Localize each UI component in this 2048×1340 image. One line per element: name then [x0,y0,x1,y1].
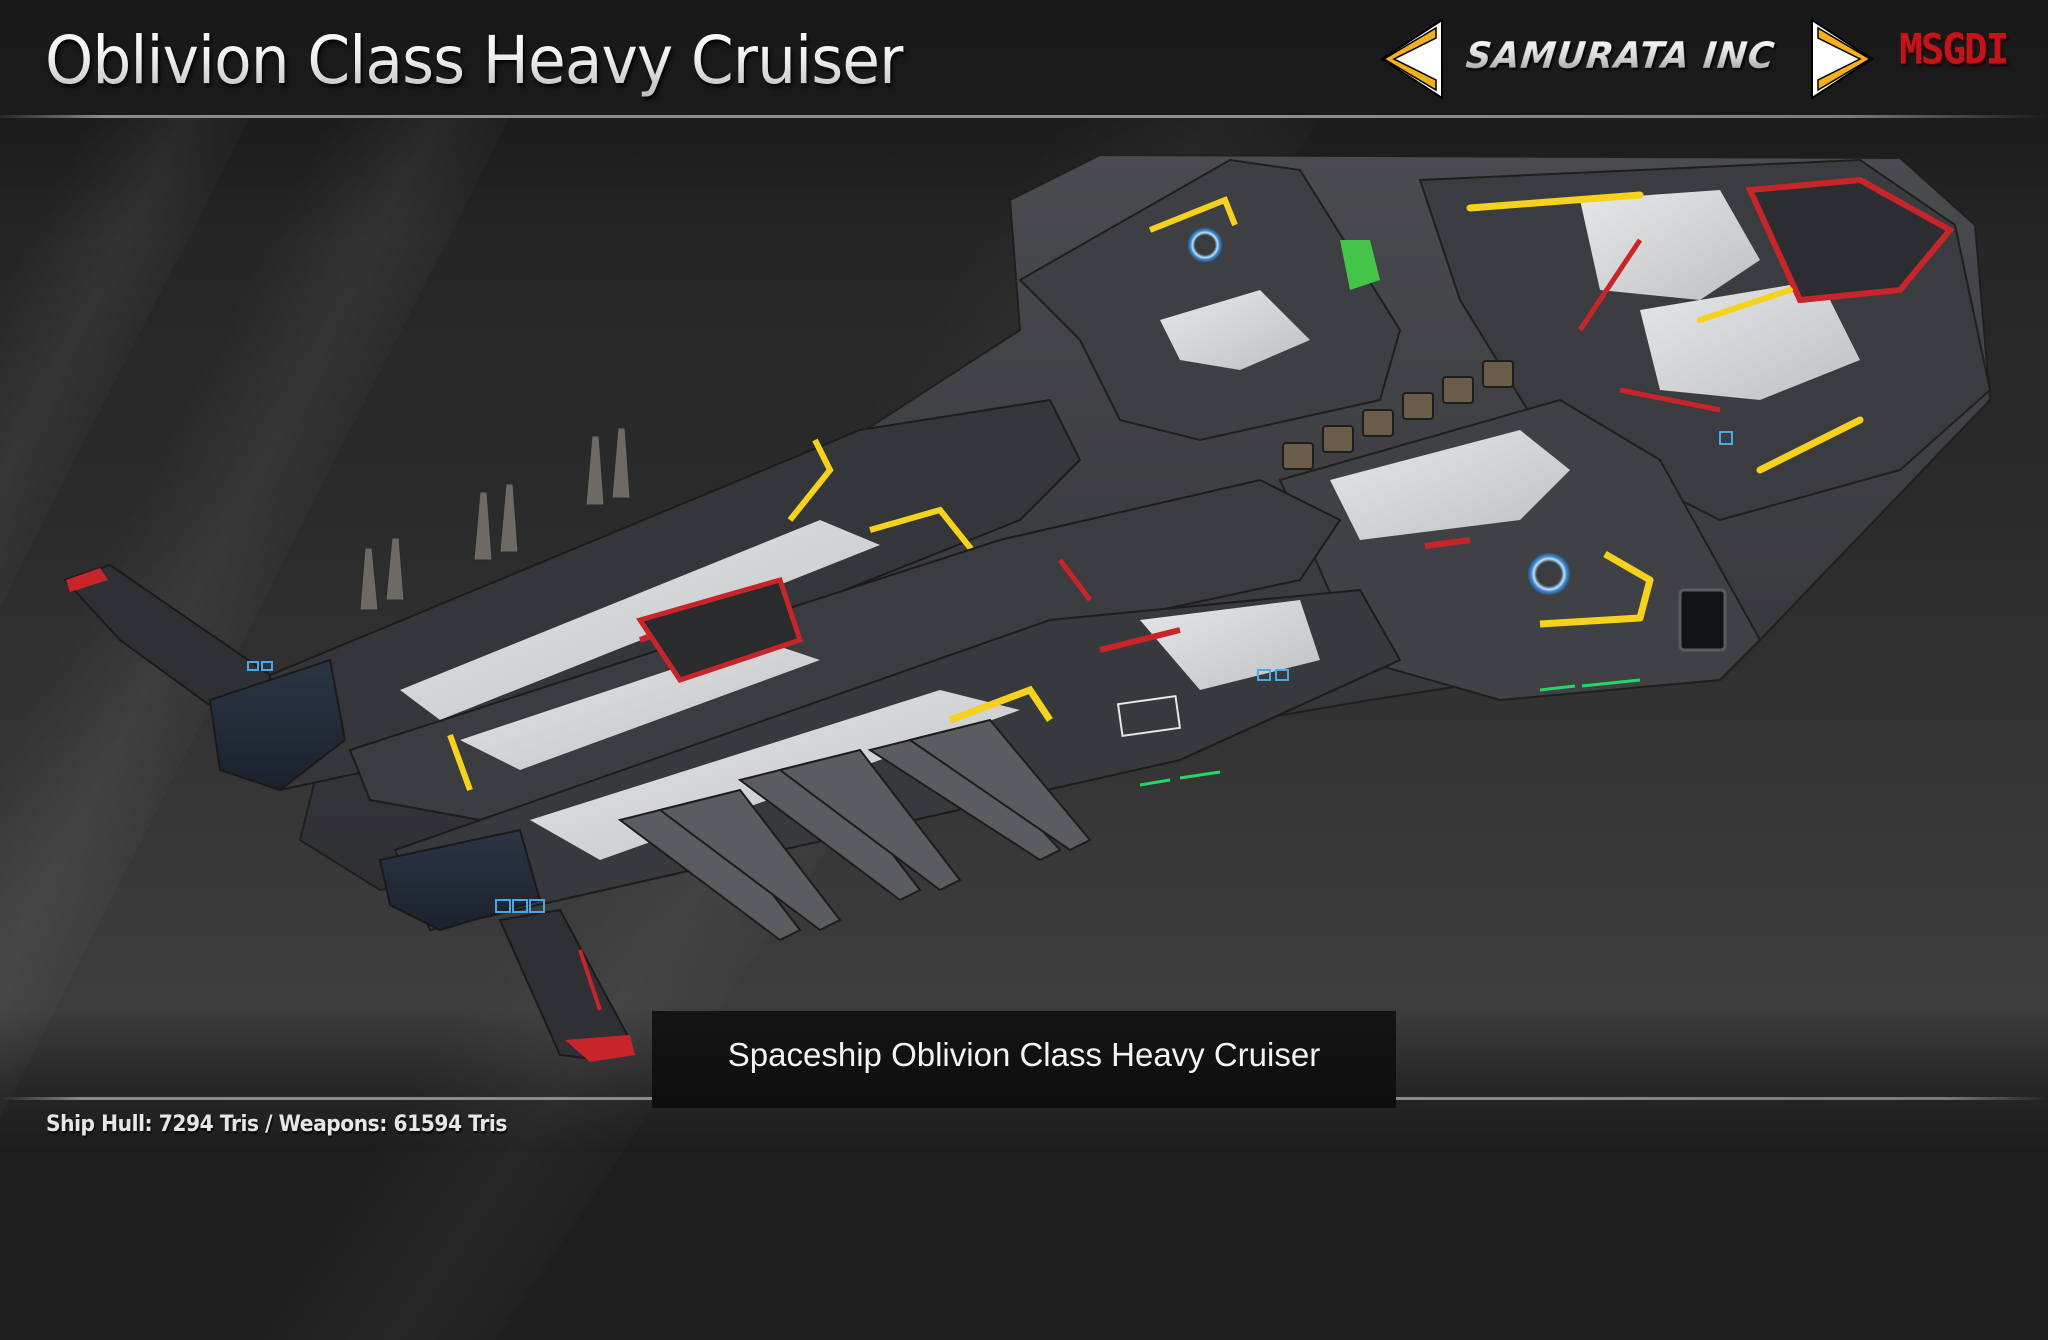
arrow-right-icon [1811,18,1874,100]
msgdi-logo: MSGDI [1899,25,2009,75]
missile-bays [1282,360,1514,470]
lower-blades [617,718,1092,942]
brand-navigator: SAMURATA INC [1378,18,1878,100]
arrow-left-icon [1380,18,1443,100]
next-button[interactable] [1804,18,1876,100]
hull-forward-block [1018,158,1402,442]
bow-prong-lower [378,828,542,932]
caption-box: Spaceship Oblivion Class Heavy Cruiser [652,1011,1396,1108]
blue-markings [247,431,1733,913]
header-bar [0,0,2048,118]
antenna-array [359,427,631,611]
spaceship-render [63,153,1992,1062]
previous-button[interactable] [1378,18,1450,100]
caption-text: Spaceship Oblivion Class Heavy Cruiser [727,1036,1321,1073]
header-divider [0,115,2048,118]
page-title: Oblivion Class Heavy Cruiser [45,22,904,99]
tri-count-stats: Ship Hull: 7294 Tris / Weapons: 61594 Tr… [46,1112,507,1137]
